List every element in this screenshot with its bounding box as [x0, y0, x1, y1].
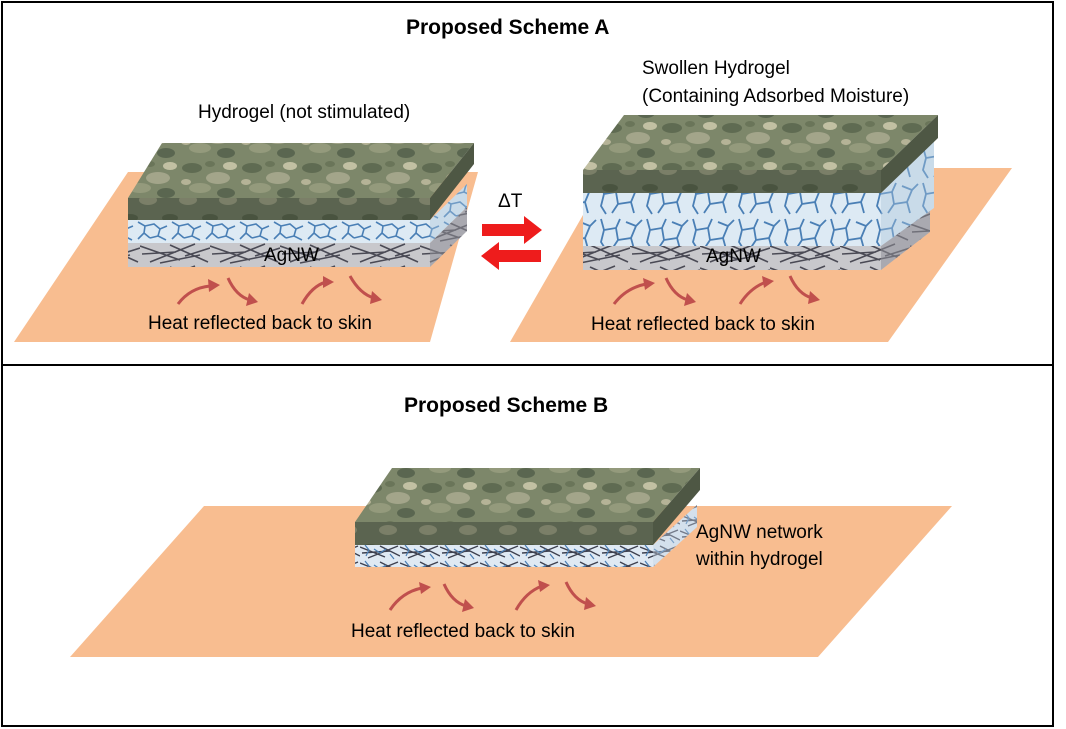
- label-delta-t: ΔT: [498, 191, 523, 212]
- label-hydrogel-not-stimulated: Hydrogel (not stimulated): [198, 102, 411, 123]
- hydrogel-stack-left: [128, 143, 474, 267]
- label-containing-adsorbed-moisture: (Containing Adsorbed Moisture): [642, 86, 910, 107]
- label-heat-right: Heat reflected back to skin: [591, 314, 815, 335]
- heat-arrows-left: [176, 275, 382, 306]
- heat-arrows-right: [612, 275, 820, 306]
- reversible-arrows: [481, 216, 542, 270]
- label-agnw-network: AgNW network: [696, 522, 823, 543]
- label-agnw-right: AgNW: [706, 246, 761, 267]
- label-agnw-left: AgNW: [264, 245, 319, 266]
- label-within-hydrogel: within hydrogel: [696, 549, 823, 570]
- scheme-b-title: Proposed Scheme B: [404, 394, 609, 417]
- label-heat-b: Heat reflected back to skin: [351, 621, 575, 642]
- label-heat-left: Heat reflected back to skin: [148, 313, 372, 334]
- heat-arrows-b: [388, 580, 596, 612]
- hydrogel-stack-right: [583, 115, 938, 270]
- scheme-a-title: Proposed Scheme A: [406, 16, 610, 39]
- hydrogel-agnw-stack-b: [355, 468, 700, 567]
- skin-sheet-b: [70, 506, 952, 657]
- label-swollen-hydrogel: Swollen Hydrogel: [642, 58, 790, 79]
